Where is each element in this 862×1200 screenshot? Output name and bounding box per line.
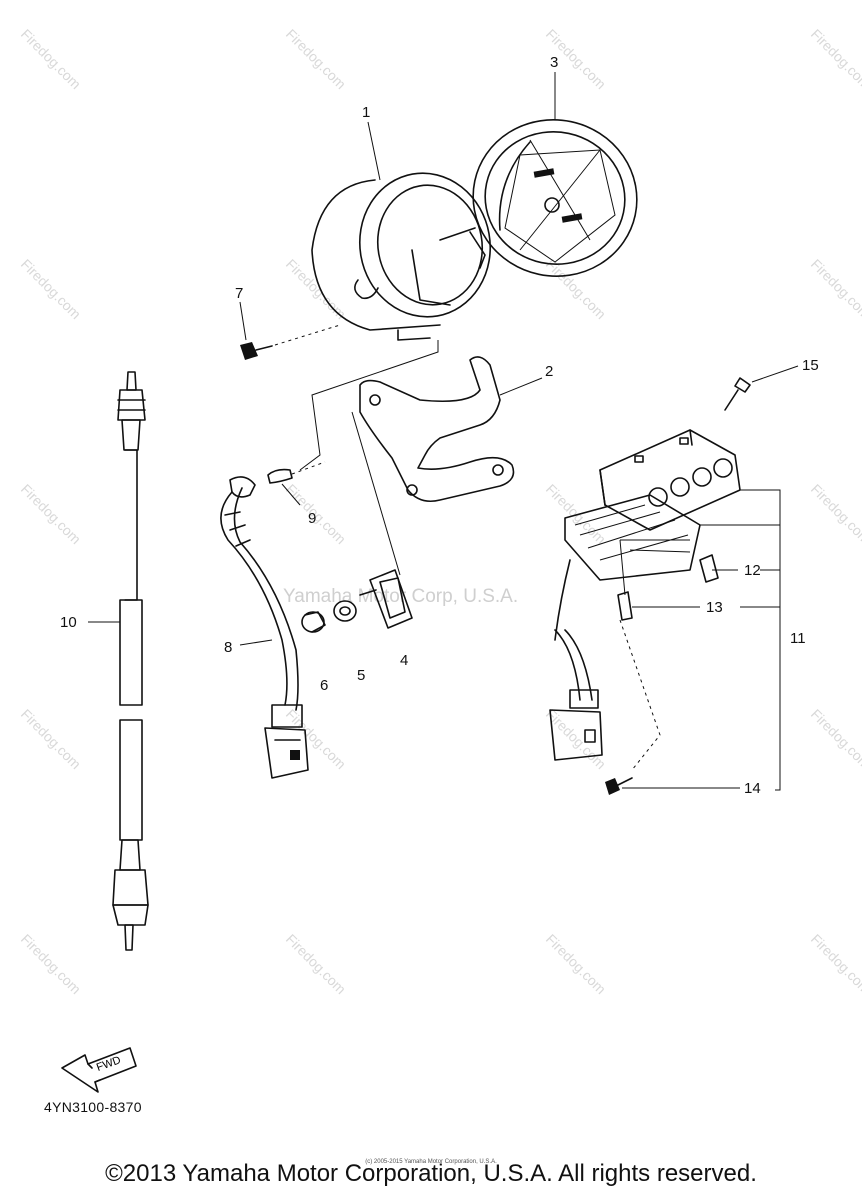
callout-6: 6 (320, 677, 328, 694)
small-bulb-icon (699, 554, 719, 583)
screw-icon (240, 324, 341, 360)
assembly-leader (299, 340, 439, 471)
indicator-light-assembly-icon (549, 429, 741, 761)
collar-icon (301, 611, 326, 633)
speedometer-cable-icon (112, 371, 149, 951)
bulb-socket-icon (617, 539, 633, 621)
watermark: Firedog.com (543, 256, 609, 322)
watermark: Firedog.com (283, 26, 349, 92)
callout-12: 12 (744, 562, 761, 579)
callout-9: 9 (308, 510, 316, 527)
forward-arrow-icon: FWD (61, 1047, 137, 1093)
callout-numbers: 1 2 3 4 5 6 7 8 9 10 11 12 13 14 15 (60, 54, 819, 797)
small-screw-icon (605, 619, 661, 795)
fwd-label: FWD (95, 1054, 123, 1074)
watermark: Firedog.com (808, 26, 862, 92)
long-screw-icon (724, 377, 751, 411)
callout-7: 7 (235, 285, 243, 302)
damper-icon (359, 569, 413, 629)
watermark: Firedog.com (18, 256, 84, 322)
socket-cord-icon (220, 476, 309, 779)
watermark-layer: Firedog.com Firedog.com Firedog.com Fire… (18, 26, 862, 997)
watermark: Firedog.com (808, 256, 862, 322)
watermark: Firedog.com (18, 706, 84, 772)
speedometer-meter-icon (439, 119, 638, 277)
callout-11: 11 (790, 630, 806, 647)
callout-10: 10 (60, 614, 77, 631)
watermark: Firedog.com (283, 706, 349, 772)
callout-4: 4 (400, 652, 408, 669)
watermark: Firedog.com (18, 481, 84, 547)
callout-15: 15 (802, 357, 819, 374)
callout-5: 5 (357, 667, 365, 684)
bracket-icon (359, 356, 515, 503)
diagram-part-number: 4YN3100-8370 (44, 1099, 142, 1115)
callout-2: 2 (545, 363, 553, 380)
watermark: Firedog.com (543, 931, 609, 997)
watermark: Firedog.com (18, 931, 84, 997)
callout-8: 8 (224, 639, 232, 656)
watermark: Firedog.com (808, 931, 862, 997)
copyright-notice: ©2013 Yamaha Motor Corporation, U.S.A. A… (105, 1160, 757, 1187)
callout-leaders (88, 72, 799, 791)
watermark: Firedog.com (283, 931, 349, 997)
callout-14: 14 (744, 780, 761, 797)
leader-line (351, 411, 401, 576)
watermark: Firedog.com (543, 481, 609, 547)
watermark: Firedog.com (18, 26, 84, 92)
meter-case-icon (311, 172, 492, 341)
bulb-icon (267, 461, 326, 484)
watermark: Firedog.com (808, 706, 862, 772)
callout-13: 13 (706, 599, 723, 616)
tiny-copyright: (c) 2005-2015 Yamaha Motor Corporation, … (365, 1159, 497, 1165)
watermark: Firedog.com (808, 481, 862, 547)
callout-3: 3 (550, 54, 558, 71)
watermark: Firedog.com (283, 256, 349, 322)
callout-1: 1 (362, 104, 370, 121)
washer-icon (333, 600, 357, 622)
